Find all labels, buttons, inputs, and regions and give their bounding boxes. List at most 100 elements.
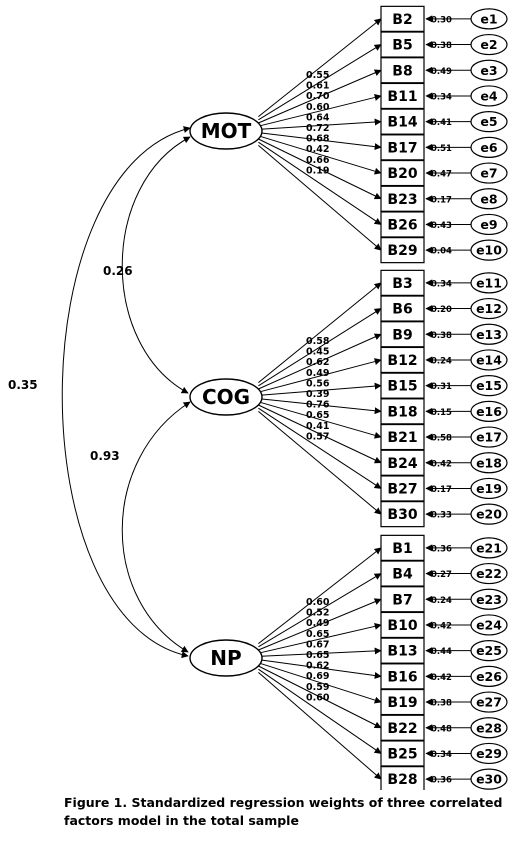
indicator-label: B3 <box>392 276 412 292</box>
loading-arrow <box>258 622 382 654</box>
covariance-mot-cog: 0.26 <box>103 136 191 394</box>
error-label: e12 <box>476 301 502 316</box>
error-variance: 0.15 <box>431 408 452 418</box>
indicator-label: B13 <box>387 644 417 660</box>
error-variance: 0.44 <box>431 647 452 657</box>
error-label: e23 <box>476 592 502 607</box>
indicator-box <box>380 586 425 613</box>
indicator-label: B8 <box>392 63 412 79</box>
error-label: e29 <box>476 746 502 761</box>
error-label: e17 <box>476 430 502 445</box>
error-variance: 0.38 <box>431 699 452 709</box>
indicator-box <box>380 31 425 58</box>
indicator-label: B15 <box>387 379 417 395</box>
error-variance: 0.17 <box>431 485 452 495</box>
error-label: e11 <box>476 275 502 290</box>
loading-arrow <box>258 282 382 383</box>
loading-arrow <box>258 132 382 151</box>
loading-value: 0.55 <box>306 70 329 81</box>
loading-arrow <box>258 69 382 124</box>
indicator-label: B26 <box>387 217 417 233</box>
covariance-arc <box>61 126 191 659</box>
indicator-box <box>380 501 425 528</box>
error-label: e15 <box>476 378 502 393</box>
indicator-label: B21 <box>387 430 417 446</box>
loading-arrow <box>258 308 382 387</box>
covariance-value: 0.93 <box>90 449 120 463</box>
loading-arrow <box>258 662 382 704</box>
loading-arrow <box>258 135 382 175</box>
loading-value: 0.60 <box>306 692 330 703</box>
loading-value: 0.60 <box>306 102 330 113</box>
loading-arrow <box>258 407 382 489</box>
loading-value: 0.49 <box>306 368 329 379</box>
factor-ellipse <box>189 112 263 150</box>
error-label: e19 <box>476 481 502 496</box>
error-label: e6 <box>480 140 497 155</box>
loading-value: 0.61 <box>306 81 329 92</box>
error-variance: 0.36 <box>431 544 452 554</box>
loading-value: 0.62 <box>306 661 329 672</box>
error-variance: 0.48 <box>431 724 452 734</box>
error-variance: 0.27 <box>431 570 452 580</box>
loading-value: 0.57 <box>306 431 329 442</box>
error-label: e16 <box>476 404 502 419</box>
error-label: e8 <box>480 191 497 206</box>
error-variance: 0.30 <box>431 15 452 25</box>
loading-value: 0.65 <box>306 629 329 640</box>
indicator-box <box>380 346 425 374</box>
error-label: e30 <box>476 772 502 787</box>
indicator-label: B27 <box>387 481 417 497</box>
indicator-label: B25 <box>387 746 417 762</box>
indicator-box <box>380 269 425 296</box>
error-label: e2 <box>480 37 497 52</box>
error-label: e9 <box>480 217 497 232</box>
factor-label: NP <box>210 646 241 670</box>
factor-label: MOT <box>201 119 252 143</box>
indicator-label: B12 <box>387 353 417 369</box>
indicator-label: B19 <box>387 695 417 711</box>
error-variance: 0.04 <box>431 247 452 257</box>
loading-arrow <box>258 94 382 127</box>
error-label: e3 <box>480 63 497 78</box>
loading-arrow <box>258 18 382 117</box>
covariance-value: 0.26 <box>103 264 133 278</box>
error-variance: 0.36 <box>431 776 452 786</box>
loading-value: 0.70 <box>306 91 330 102</box>
error-variance: 0.20 <box>431 305 452 315</box>
loading-arrow <box>258 138 382 200</box>
indicator-box <box>380 108 425 135</box>
indicator-label: B2 <box>392 12 412 28</box>
error-variance: 0.24 <box>431 596 452 606</box>
indicator-label: B7 <box>392 592 412 608</box>
loading-value: 0.52 <box>306 608 329 619</box>
indicator-box <box>380 134 425 161</box>
loading-arrow <box>258 44 382 121</box>
error-label: e14 <box>476 352 502 367</box>
loading-arrow <box>258 145 382 251</box>
error-variance: 0.31 <box>431 382 452 392</box>
loading-value: 0.76 <box>306 400 330 411</box>
loading-value: 0.65 <box>306 650 329 661</box>
loading-value: 0.72 <box>306 123 329 134</box>
indicator-box <box>380 185 425 212</box>
loading-arrow <box>258 358 382 393</box>
loading-arrow <box>258 573 382 648</box>
loading-value: 0.66 <box>306 155 330 166</box>
indicator-box <box>380 611 425 639</box>
loading-value: 0.42 <box>306 144 329 155</box>
error-variance: 0.42 <box>431 673 452 683</box>
indicator-label: B29 <box>387 243 417 259</box>
loading-arrow <box>258 547 382 644</box>
covariance-arc <box>121 401 191 653</box>
loading-arrow <box>258 382 382 396</box>
